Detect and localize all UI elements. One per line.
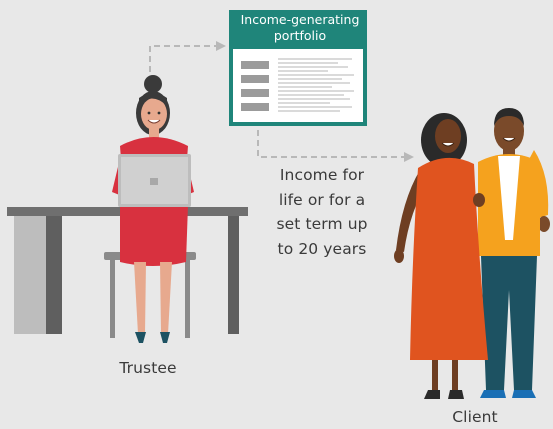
portfolio-document-icon xyxy=(229,10,367,126)
portfolio-title-line2: portfolio xyxy=(273,28,327,43)
income-term-line2: life or for a xyxy=(278,190,366,209)
income-term-line4: to 20 years xyxy=(277,239,367,258)
portfolio-title: Income-generating portfolio xyxy=(232,12,368,44)
client-figures xyxy=(394,108,550,399)
client-label: Client xyxy=(452,408,498,426)
arrow-trustee-to-portfolio xyxy=(149,41,226,72)
laptop-icon xyxy=(118,154,191,207)
income-term-note: Income for life or for a set term up to … xyxy=(262,163,382,261)
arrow-portfolio-to-client xyxy=(257,130,414,162)
trustee-label: Trustee xyxy=(119,359,177,377)
income-term-line3: set term up xyxy=(276,215,368,233)
portfolio-title-line1: Income-generating xyxy=(240,12,360,27)
income-term-line1: Income for xyxy=(279,166,365,184)
